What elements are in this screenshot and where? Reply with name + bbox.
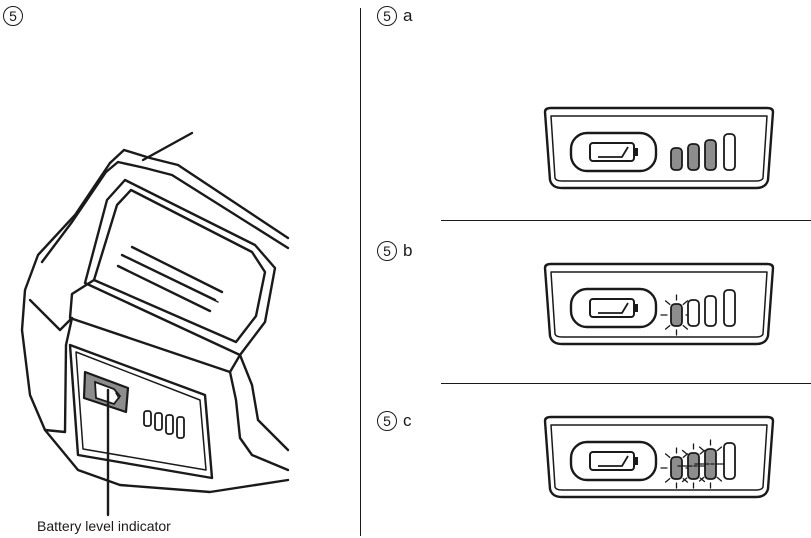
battery-terminal	[634, 457, 638, 465]
level-segment	[705, 140, 716, 170]
indicator-panel-b	[545, 264, 773, 344]
indicator-panel-c	[545, 417, 773, 497]
level-segment	[688, 300, 699, 326]
battery-icon	[590, 452, 638, 470]
level-segment	[724, 443, 735, 479]
battery-icon	[590, 143, 638, 161]
level-segment	[671, 457, 682, 479]
level-segment	[688, 144, 699, 170]
level-segment	[724, 290, 735, 326]
level-segment	[671, 148, 682, 170]
battery-icon	[590, 299, 638, 317]
battery-body	[590, 452, 634, 470]
battery-terminal	[634, 148, 638, 156]
level-segment	[671, 304, 682, 326]
level-segment	[705, 296, 716, 326]
battery-body	[590, 143, 634, 161]
battery-body	[590, 299, 634, 317]
level-segment	[724, 134, 735, 170]
indicator-panel-a	[545, 108, 773, 188]
battery-terminal	[634, 304, 638, 312]
